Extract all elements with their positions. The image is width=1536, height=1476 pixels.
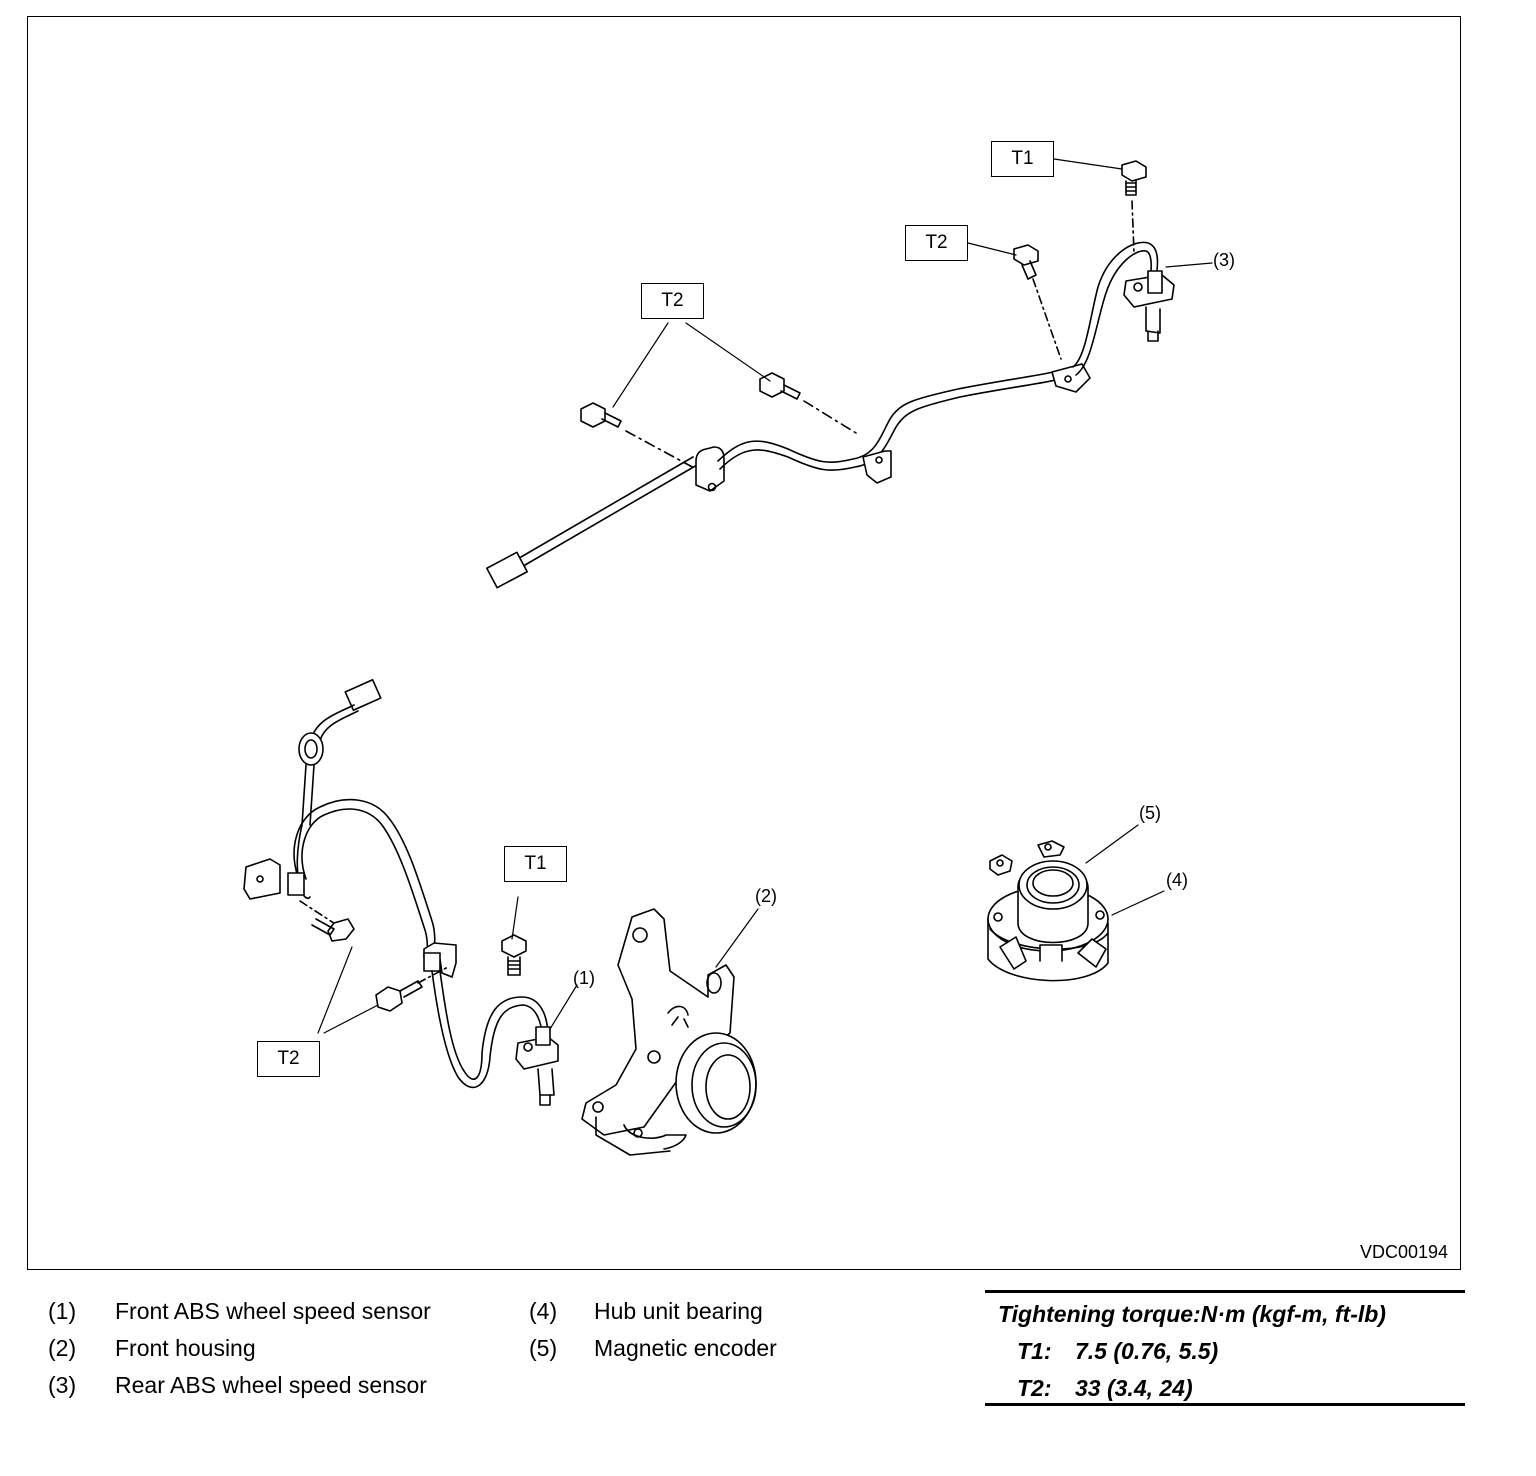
rear-bolt-t1 — [1121, 160, 1147, 254]
legend-number: (3) — [48, 1372, 77, 1398]
torque-title: Tightening torque:N·m (kgf-m, ft-lb) — [998, 1301, 1386, 1327]
torque-spec-box: Tightening torque:N·m (kgf-m, ft-lb) T1:… — [985, 1290, 1465, 1406]
legend-number: (4) — [529, 1298, 558, 1324]
front-housing-drawing — [581, 908, 757, 1156]
hub-bearing-drawing — [987, 840, 1109, 982]
torque-key-t2: T2: — [1017, 1375, 1052, 1401]
front-sensor-harness — [243, 678, 559, 1106]
torque-key-t1: T1: — [1017, 1338, 1052, 1364]
torque-tag-t2-front: T2 — [257, 1041, 320, 1077]
legend-number: (1) — [48, 1298, 77, 1324]
torque-value-t2: 33 (3.4, 24) — [1075, 1375, 1193, 1401]
torque-tag-t2-harness: T2 — [641, 283, 704, 319]
front-bolt-t1 — [501, 934, 527, 976]
lower-leader-lines — [317, 824, 1165, 1034]
callout-4: (4) — [1166, 870, 1188, 890]
parts-diagram: T1 T2 T2 T1 T2 (1) (2) (3) (4) (5) VDC00… — [27, 16, 1461, 1270]
figure-id-code: VDC00194 — [1359, 1242, 1448, 1262]
callout-2: (2) — [755, 886, 777, 906]
callout-3: (3) — [1213, 250, 1235, 270]
legend-label: Front housing — [115, 1335, 256, 1361]
legend-label: Magnetic encoder — [594, 1335, 777, 1361]
torque-tag-t1-front: T1 — [504, 846, 567, 882]
callout-1: (1) — [573, 968, 595, 988]
legend-number: (5) — [529, 1335, 558, 1361]
callout-5: (5) — [1139, 803, 1161, 823]
torque-tag-t2-rear: T2 — [905, 225, 968, 261]
legend-label: Front ABS wheel speed sensor — [115, 1298, 431, 1324]
harness-bolts-t2 — [580, 372, 857, 470]
front-bolts-t2 — [299, 900, 449, 1012]
rear-bolt-t2-bracket — [1013, 244, 1062, 360]
torque-tag-t1-rear: T1 — [991, 141, 1054, 177]
diagram-artwork — [243, 158, 1213, 1156]
rear-sensor-harness — [486, 241, 1175, 589]
legend-number: (2) — [48, 1335, 77, 1361]
legend-label: Hub unit bearing — [594, 1298, 763, 1324]
upper-leader-lines — [612, 158, 1213, 408]
torque-value-t1: 7.5 (0.76, 5.5) — [1075, 1338, 1219, 1364]
legend-label: Rear ABS wheel speed sensor — [115, 1372, 427, 1398]
